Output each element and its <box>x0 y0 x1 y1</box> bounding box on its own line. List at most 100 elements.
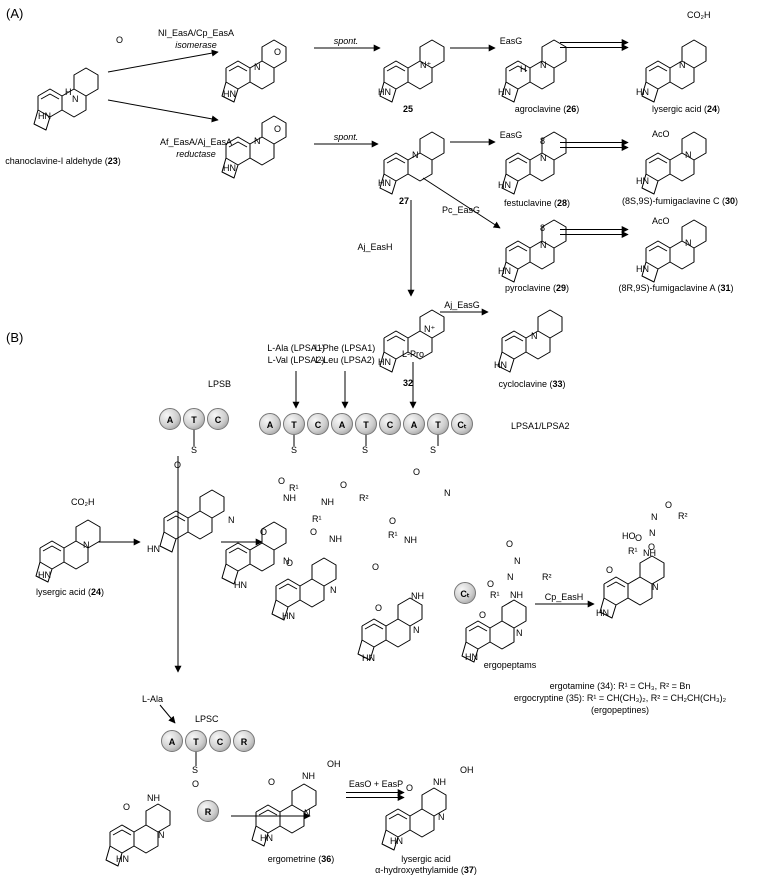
atom-label-n: N <box>685 238 692 248</box>
bond <box>311 557 337 587</box>
atom-label-s: S <box>192 765 199 775</box>
atom-label-hn: HN <box>390 836 403 846</box>
atom-label-s: S <box>191 445 198 455</box>
ergopeptams-label: ergopeptams <box>483 660 537 670</box>
panel-label-b: (B) <box>6 330 24 345</box>
bond <box>669 152 695 182</box>
bond <box>606 581 626 588</box>
bond <box>419 39 445 69</box>
bond <box>537 309 563 339</box>
easo-easp-label: EasO + EasP <box>348 779 404 789</box>
bond <box>541 131 567 161</box>
atom-label-o: O <box>606 565 614 575</box>
atom-label-hn: HN <box>465 652 478 662</box>
bond <box>501 330 527 360</box>
bond <box>669 60 695 90</box>
atom-label-nh: NH <box>643 548 656 558</box>
bond <box>648 65 668 72</box>
atom-label-hn: HN <box>282 611 295 621</box>
bond <box>73 67 99 97</box>
atom-label-o: O <box>406 783 414 793</box>
bond <box>33 109 51 131</box>
bond <box>468 625 488 632</box>
bond <box>163 510 189 540</box>
atom-label-s: S <box>430 445 437 455</box>
structure-27 <box>379 131 445 195</box>
atom-label-aco: AcO <box>652 216 670 226</box>
atom-label-nplus: N⁺ <box>424 324 436 334</box>
atom-label-o: O <box>192 779 200 789</box>
r-release-domain: R <box>197 800 219 822</box>
atom-label-o: O <box>286 558 294 568</box>
bond <box>35 561 53 583</box>
bond <box>409 808 435 838</box>
bond <box>61 88 87 118</box>
substrate-lpsc-ala: L-Ala <box>142 694 164 704</box>
atom-label-hn: HN <box>362 653 375 663</box>
compound-37-label-line1: lysergic acid <box>401 854 451 864</box>
atom-label-o: O <box>665 500 673 510</box>
atom-label-o: O <box>274 124 282 134</box>
bond <box>299 578 325 608</box>
bond <box>275 578 301 608</box>
structure-23 <box>33 67 99 131</box>
bond <box>271 599 289 621</box>
atom-label-n: N <box>444 488 451 498</box>
bond <box>261 39 287 69</box>
bond <box>228 141 248 148</box>
bond <box>361 618 387 648</box>
spontaneous-label-middle: spont. <box>333 132 359 142</box>
bond <box>383 152 409 182</box>
bond <box>421 787 447 817</box>
bond <box>501 173 519 195</box>
substrate-phe-leu-line2: L-Leu (LPSA2) <box>315 355 375 365</box>
bond <box>541 39 567 69</box>
structure-37 <box>381 787 447 851</box>
bond <box>504 335 524 342</box>
bond <box>75 519 101 549</box>
bond <box>397 597 423 627</box>
compound-30-label: (8S,9S)-fumigaclavine C (30) <box>621 196 739 206</box>
atom-label-hn: HN <box>38 111 51 121</box>
ergopeptines-label: (ergopeptines) <box>590 705 650 715</box>
bond <box>379 81 397 103</box>
thioester-tethers <box>193 430 439 766</box>
atom-label-n: N <box>685 150 692 160</box>
lpsa-label: LPSA1/LPSA2 <box>511 421 570 431</box>
structure-36 <box>251 783 317 847</box>
structures <box>33 39 707 867</box>
atom-label-o: O <box>648 542 656 552</box>
atom-label-hn: HN <box>494 360 507 370</box>
atom-label-o: O <box>278 476 286 486</box>
bond <box>639 555 665 585</box>
bond <box>648 157 668 164</box>
structure-24 <box>641 39 707 103</box>
structure-chain-3 <box>357 597 423 661</box>
bond <box>225 542 251 572</box>
bond <box>525 330 551 360</box>
bond <box>529 152 555 182</box>
compound-24-label: lysergic acid (24) <box>651 104 721 114</box>
atom-label-hn: HN <box>234 580 247 590</box>
structure-reductase-product <box>221 115 287 179</box>
bond <box>133 824 159 854</box>
structure-lpsc-bound <box>105 803 171 867</box>
bond <box>501 81 519 103</box>
atom-label-hn: HN <box>636 87 649 97</box>
atom-label-aco: AcO <box>652 129 670 139</box>
isomerase-role-label: isomerase <box>175 40 217 50</box>
reaction-arrow <box>107 99 219 123</box>
bond <box>541 219 567 249</box>
atom-label-o: O <box>487 579 495 589</box>
atom-label-o: O <box>340 480 348 490</box>
lpsb-domain-a: A <box>159 408 181 430</box>
substrate-ala-val-line2: L-Val (LPSA2) <box>267 355 325 365</box>
atom-label-nplus: N⁺ <box>420 60 432 70</box>
bond <box>159 531 177 553</box>
structure-33 <box>497 309 563 373</box>
atom-label-hn: HN <box>636 264 649 274</box>
structure-31 <box>641 219 707 283</box>
reductase-enzyme-label: Af_EasA/Aj_EasA <box>159 137 233 147</box>
bond <box>529 60 555 90</box>
atom-label-hn: HN <box>596 608 609 618</box>
